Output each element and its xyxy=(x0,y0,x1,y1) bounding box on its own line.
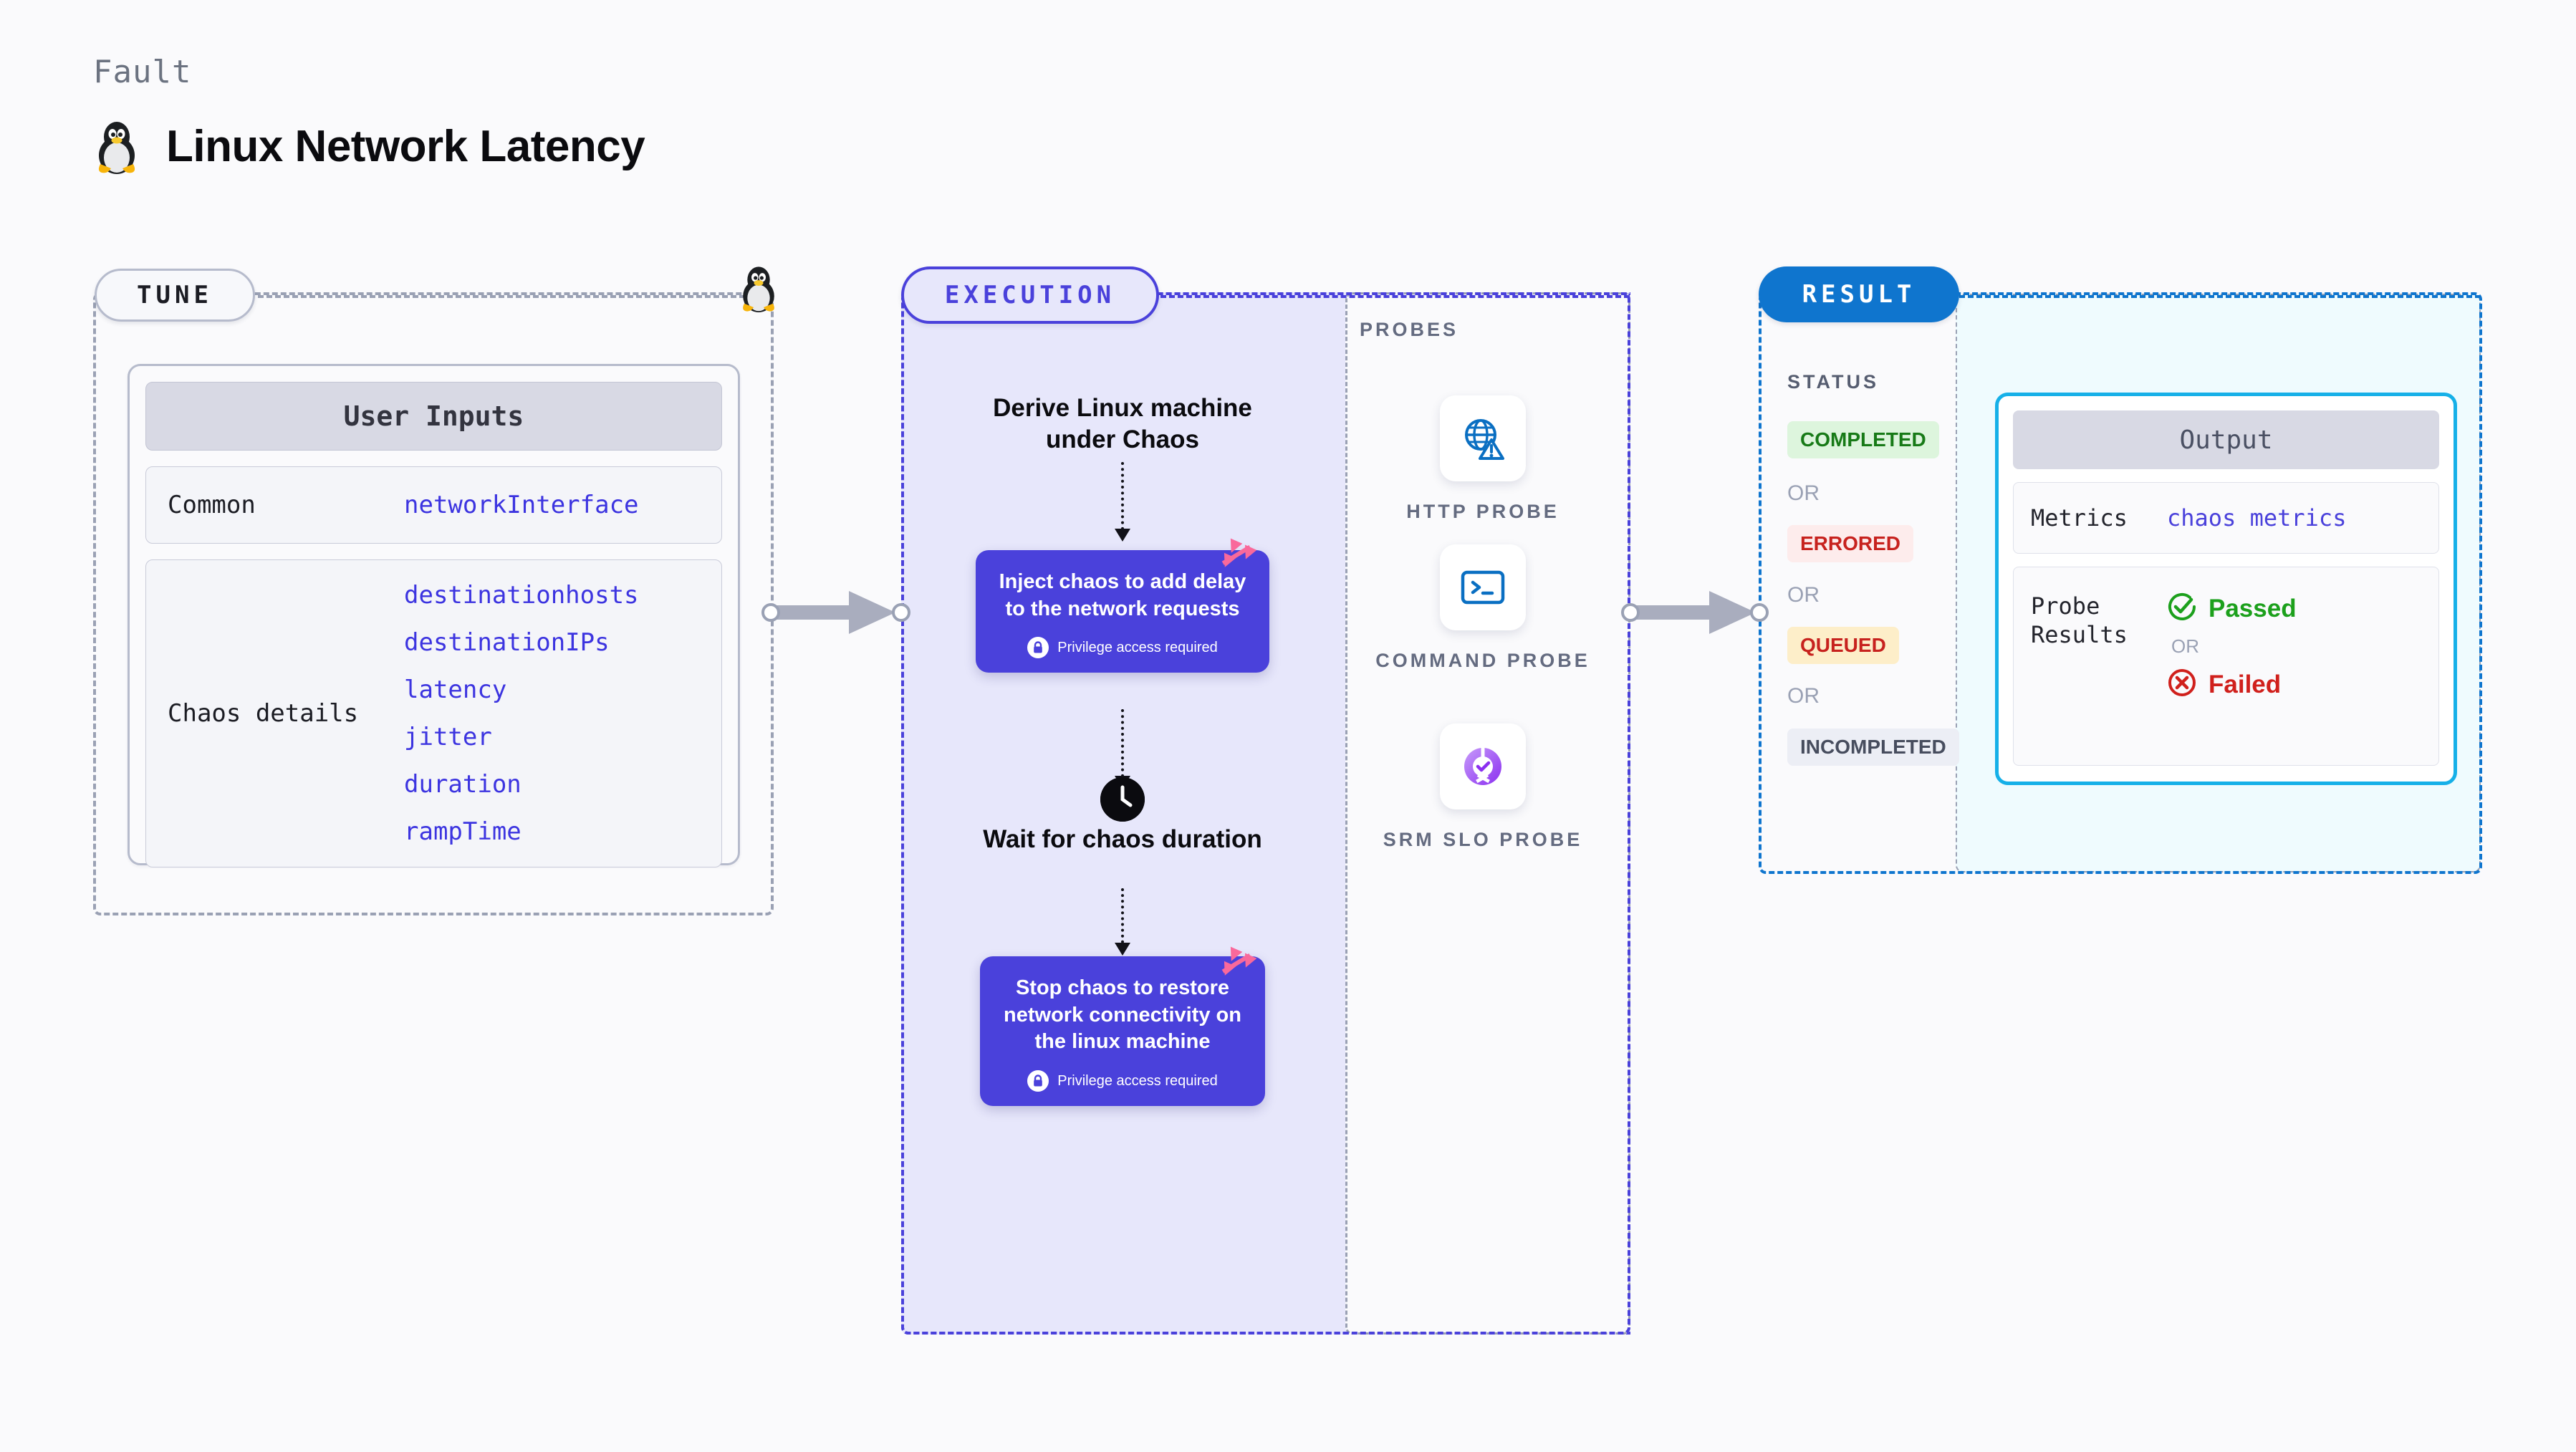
status-badge-errored: ERRORED xyxy=(1787,525,1914,562)
output-metrics-label: Metrics xyxy=(2031,504,2128,532)
chaos-inject-card: Inject chaos to add delay to the network… xyxy=(976,550,1269,673)
probe-label: COMMAND PROBE xyxy=(1375,650,1590,671)
output-row-probe-results: Probe Results Passed OR xyxy=(2013,567,2439,766)
connector-tune-to-execution xyxy=(770,584,906,645)
tune-panel-label: TUNE xyxy=(95,269,255,322)
connector-endpoint-right xyxy=(1750,603,1769,622)
result-leader-line xyxy=(1959,295,2481,298)
page-title: Linux Network Latency xyxy=(166,121,645,171)
clock-icon xyxy=(1100,777,1145,822)
probe-result-passed: Passed xyxy=(2167,592,2297,625)
input-value: duration xyxy=(404,770,522,799)
output-card: Output Metrics chaos metrics Probe Resul… xyxy=(1995,393,2457,785)
user-inputs-header: User Inputs xyxy=(145,382,722,451)
input-row-label: Chaos details xyxy=(168,699,359,728)
status-or-2: OR xyxy=(1787,583,1820,607)
input-value: destinationhosts xyxy=(404,581,639,610)
output-metrics-value: chaos metrics xyxy=(2167,504,2347,532)
probe-passed-label: Passed xyxy=(2209,594,2297,622)
status-badge-incompleted: INCOMPLETED xyxy=(1787,729,1959,766)
input-row-values: destinationhosts destinationIPs latency … xyxy=(404,581,639,846)
chaos-stop-text: Stop chaos to restore network connectivi… xyxy=(1004,976,1241,1054)
connector-endpoint-right xyxy=(892,603,910,622)
output-header: Output xyxy=(2013,410,2439,469)
flow-step-wait-title: Wait for chaos duration xyxy=(983,825,1262,853)
result-panel xyxy=(1759,292,2482,874)
status-or-1: OR xyxy=(1787,481,1820,505)
tune-leader-line xyxy=(258,295,745,298)
harness-logo-icon xyxy=(1218,946,1258,989)
flow-arrow-1 xyxy=(1121,462,1124,530)
check-circle-icon xyxy=(2167,592,2197,625)
chaos-inject-text: Inject chaos to add delay to the network… xyxy=(999,570,1246,620)
lock-icon xyxy=(1027,1070,1049,1092)
result-panel-label: RESULT xyxy=(1759,266,1959,322)
terminal-icon xyxy=(1440,544,1526,630)
user-inputs-card: User Inputs Common networkInterface Chao… xyxy=(128,364,740,867)
connector-execution-to-result xyxy=(1630,584,1767,645)
probe-item-http[interactable]: HTTP PROBE xyxy=(1375,395,1590,526)
execution-leader-line xyxy=(1160,295,1630,298)
probe-item-command[interactable]: COMMAND PROBE xyxy=(1375,544,1590,675)
probe-label: HTTP PROBE xyxy=(1406,501,1559,522)
tux-penguin-icon xyxy=(93,118,140,174)
input-row-common: Common networkInterface xyxy=(145,466,722,544)
status-badge-queued: QUEUED xyxy=(1787,627,1899,664)
flow-step-derive-title: Derive Linux machine under Chaos xyxy=(993,394,1252,454)
tux-penguin-corner-icon xyxy=(738,264,779,316)
flow-arrow-3 xyxy=(1121,888,1124,949)
flow-arrow-2 xyxy=(1121,709,1124,777)
probe-label: SRM SLO PROBE xyxy=(1383,829,1583,850)
input-value: networkInterface xyxy=(404,491,639,519)
privilege-row: Privilege access required xyxy=(993,637,1252,659)
harness-logo-icon xyxy=(1218,537,1258,581)
status-or-3: OR xyxy=(1787,684,1820,708)
probe-result-or: OR xyxy=(2171,635,2199,657)
x-circle-icon xyxy=(2167,668,2197,701)
probes-title: PROBES xyxy=(1360,319,1459,340)
probe-result-stack: Passed OR Failed xyxy=(2167,592,2297,701)
output-row-metrics: Metrics chaos metrics xyxy=(2013,482,2439,554)
page-title-row: Linux Network Latency xyxy=(93,118,645,174)
input-value: rampTime xyxy=(404,817,522,846)
status-badge-completed: COMPLETED xyxy=(1787,421,1939,458)
chaos-stop-card: Stop chaos to restore network connectivi… xyxy=(980,956,1265,1107)
slo-donut-check-icon xyxy=(1440,723,1526,809)
execution-panel-label: EXECUTION xyxy=(901,266,1159,324)
input-value: latency xyxy=(404,675,507,704)
input-row-label: Common xyxy=(168,491,256,519)
connector-endpoint-left xyxy=(761,603,780,622)
connector-endpoint-left xyxy=(1621,603,1640,622)
privilege-text: Privilege access required xyxy=(1057,1072,1218,1089)
probe-failed-label: Failed xyxy=(2209,670,2282,698)
input-value: destinationIPs xyxy=(404,628,610,657)
flow-arrowhead-1 xyxy=(1115,529,1130,542)
probe-result-failed: Failed xyxy=(2167,668,2297,701)
execution-panel xyxy=(901,292,1630,1335)
output-probe-results-label: Probe Results xyxy=(2031,592,2128,648)
privilege-row: Privilege access required xyxy=(997,1070,1248,1092)
input-value: jitter xyxy=(404,723,492,751)
privilege-text: Privilege access required xyxy=(1057,639,1218,655)
input-row-chaos-details: Chaos details destinationhosts destinati… xyxy=(145,559,722,867)
flow-arrowhead-3 xyxy=(1115,943,1130,956)
lock-icon xyxy=(1027,637,1049,659)
input-row-values: networkInterface xyxy=(404,491,639,519)
page-eyebrow: Fault xyxy=(93,54,192,90)
globe-warning-icon xyxy=(1440,395,1526,481)
status-title: STATUS xyxy=(1787,371,1879,393)
probe-item-srm-slo[interactable]: SRM SLO PROBE xyxy=(1375,723,1590,854)
